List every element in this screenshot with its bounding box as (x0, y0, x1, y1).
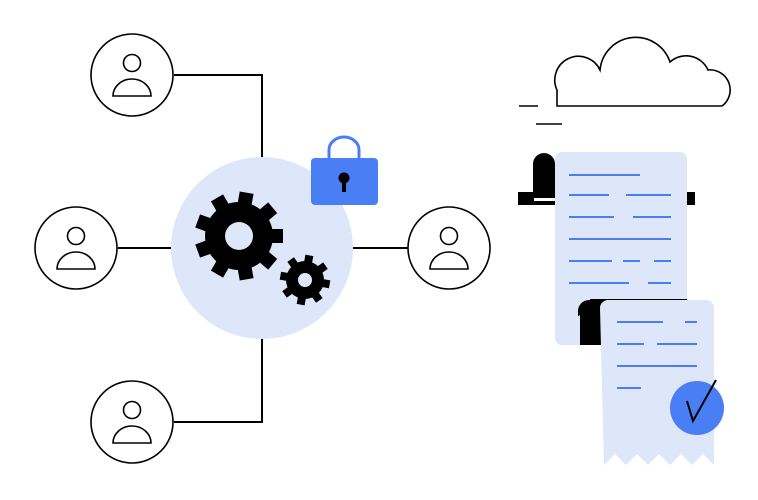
user-icon (90, 380, 174, 464)
check-badge-icon (670, 379, 724, 435)
user-icon (34, 206, 118, 290)
lock-icon (311, 135, 378, 205)
user-icon (90, 33, 174, 117)
network-connectors (118, 74, 408, 423)
gear-icon (195, 191, 331, 306)
user-icon (407, 206, 491, 290)
cloud-icon (519, 36, 731, 125)
